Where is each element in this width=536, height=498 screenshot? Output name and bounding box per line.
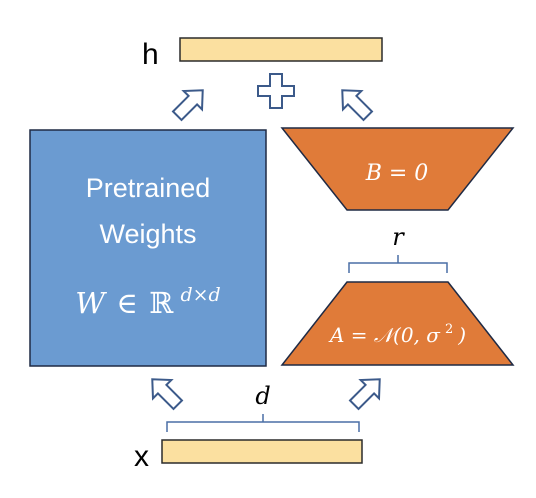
matrix-b-trapezoid bbox=[280, 127, 515, 211]
pretrained-label-line2: Weights bbox=[99, 219, 196, 249]
formula-exponent: d×d bbox=[180, 284, 220, 306]
matrix-a-formula-close: ) bbox=[457, 323, 466, 347]
dimension-brace bbox=[166, 414, 360, 432]
rank-brace bbox=[348, 255, 448, 273]
rank-label-r: r bbox=[392, 223, 405, 251]
output-vector-h bbox=[179, 37, 383, 62]
formula-w: W bbox=[75, 286, 107, 320]
arrow-x-to-a-icon bbox=[348, 378, 381, 411]
pretrained-label-line1: Pretrained bbox=[86, 173, 211, 203]
arrow-pretrained-to-sum-icon bbox=[171, 89, 204, 122]
pretrained-weights-box bbox=[29, 129, 267, 367]
formula-in: ∈ bbox=[116, 286, 137, 320]
output-label-h: h bbox=[142, 38, 159, 71]
input-label-x: x bbox=[134, 440, 149, 473]
matrix-a-formula-exponent: 2 bbox=[445, 322, 453, 337]
matrix-b-formula: B = 0 bbox=[365, 161, 429, 186]
input-vector-x bbox=[161, 439, 363, 464]
pretrained-formula: W ∈ ℝ d×d bbox=[75, 284, 220, 320]
dimension-label-d: d bbox=[255, 382, 270, 410]
matrix-a-formula: A = 𝒩(0, σ 2 ) bbox=[328, 316, 466, 347]
formula-reals: ℝ bbox=[149, 286, 174, 320]
matrix-a-trapezoid bbox=[280, 281, 515, 366]
plus-symbol bbox=[257, 73, 295, 109]
arrow-x-to-pretrained-icon bbox=[151, 378, 184, 411]
arrow-b-to-sum-icon bbox=[341, 89, 374, 122]
matrix-a-formula-main: A = 𝒩(0, σ bbox=[328, 323, 441, 347]
